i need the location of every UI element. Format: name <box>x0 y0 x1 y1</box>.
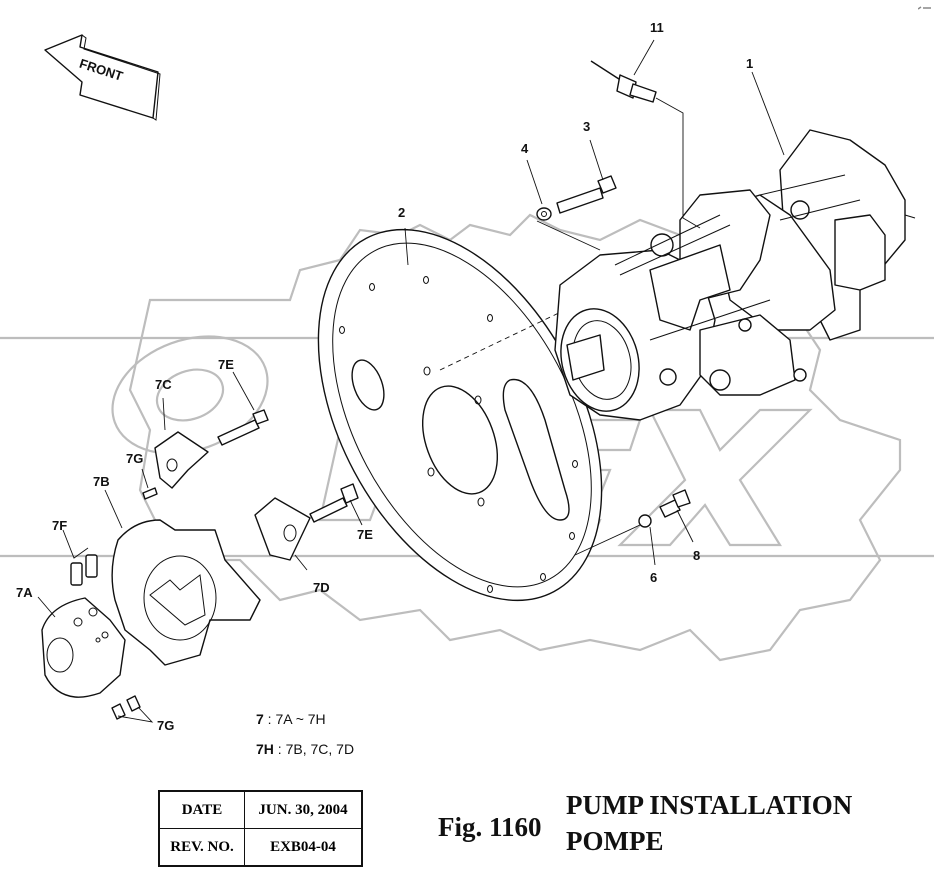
main-pump-assembly <box>554 129 916 421</box>
bolt-and-washer <box>536 175 617 251</box>
date-value: JUN. 30, 2004 <box>244 790 363 829</box>
callout-1: 1 <box>746 56 753 71</box>
corner-mark-icon <box>918 6 931 10</box>
figure-number: Fig. 1160 <box>438 812 542 842</box>
callout-2: 2 <box>398 205 405 220</box>
coupling-parts <box>41 409 359 720</box>
note-key: 7 <box>256 711 264 727</box>
note-kit-7: 7 : 7A ~ 7H <box>256 711 326 727</box>
callout-4: 4 <box>521 141 529 156</box>
callout-7e-top: 7E <box>218 357 234 372</box>
note-value: : 7B, 7C, 7D <box>273 741 355 757</box>
callout-7g-top: 7G <box>126 451 143 466</box>
callout-7c: 7C <box>155 377 172 392</box>
callout-3: 3 <box>583 119 590 134</box>
callout-7b: 7B <box>93 474 110 489</box>
front-arrow-icon: FRONT <box>44 34 161 121</box>
callout-7d: 7D <box>313 580 330 595</box>
callout-7f: 7F <box>52 518 67 533</box>
note-kit-7h: 7H : 7B, 7C, 7D <box>256 741 354 757</box>
figure-title: PUMP INSTALLATION <box>566 790 853 820</box>
figure-subtitle: POMPE <box>566 826 664 856</box>
sensor-part <box>590 60 701 229</box>
callout-11: 11 <box>650 20 664 35</box>
callout-7a: 7A <box>16 585 33 600</box>
revision-table: DATE JUN. 30, 2004 REV. NO. EXB04-04 <box>158 790 363 867</box>
rev-label: REV. NO. <box>158 828 245 867</box>
callout-7g-bottom: 7G <box>157 718 174 733</box>
washer-and-bolt-lower <box>574 489 691 556</box>
callout-6: 6 <box>650 570 657 585</box>
callout-labels: 1 2 3 4 6 8 11 7A 7B 7C 7D 7E 7E 7F 7G 7… <box>16 20 753 733</box>
callout-leaders <box>37 39 785 723</box>
date-label: DATE <box>158 790 245 829</box>
callout-7e-bottom: 7E <box>357 527 373 542</box>
callout-8: 8 <box>693 548 700 563</box>
note-key: 7H <box>256 741 274 757</box>
note-value: : 7A ~ 7H <box>263 711 326 727</box>
rev-value: EXB04-04 <box>244 828 363 867</box>
